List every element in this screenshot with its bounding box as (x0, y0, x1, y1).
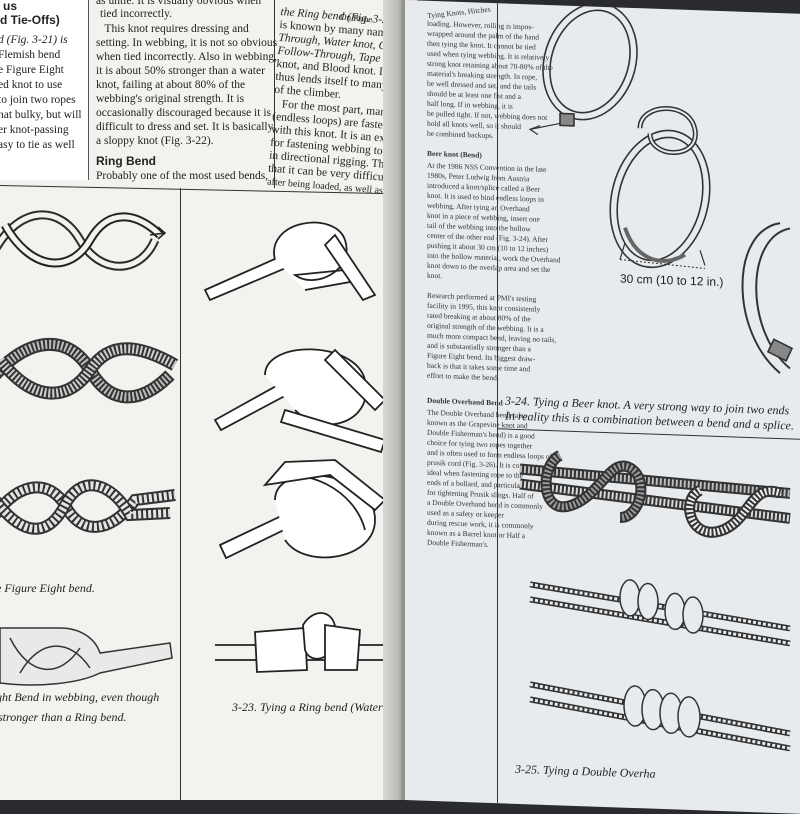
col2-line: occasionally discouraged because it is (96, 107, 271, 119)
col2-line: knot, failing at about 80% of the (96, 79, 246, 91)
right-page: Tying Knots, Hitches loading. However, r… (405, 0, 800, 814)
col1-line: to join two ropes (0, 94, 76, 106)
beer-knot-illustration (528, 2, 794, 374)
figure-divider (180, 188, 181, 800)
ring-bend-illustration (203, 221, 387, 673)
caption-figure-eight: e Figure Eight bend. (0, 581, 95, 595)
col2-line: tied incorrectly. (100, 8, 173, 20)
sidebar-title-line1: us (3, 0, 18, 13)
ring-bend-heading: Ring Bend (96, 154, 156, 168)
right-line: effort to make the bend. (427, 370, 499, 383)
column-divider (274, 0, 275, 188)
sidebar-title-line2: d Tie-Offs) (0, 13, 60, 27)
col1-line: d (Fig. 3-21) is (0, 34, 68, 46)
right-column-divider (497, 3, 498, 804)
caption-webbing-line2: stronger than a Ring bend. (0, 710, 127, 724)
caption-ring-bend: 3-23. Tying a Ring bend (Water knot). (232, 700, 395, 714)
figure-eight-webbing-illustration (0, 627, 173, 686)
col2-line: it is about 50% stronger than a water (96, 65, 265, 77)
sidebar-box: us d Tie-Offs) d (Fig. 3-21) is Flemish … (0, 0, 89, 180)
col1-line: er knot-passing (0, 124, 69, 136)
col1-line: e Figure Eight (0, 64, 64, 76)
running-head-left: On Rope (339, 11, 373, 25)
caption-webbing-line1: ght Bend in webbing, even though (0, 690, 160, 704)
double-overhand-bend-illustration (519, 450, 791, 752)
col1-line: ed knot to use (0, 79, 63, 91)
left-page: us d Tie-Offs) d (Fig. 3-21) is Flemish … (0, 0, 395, 800)
col2-line: This knot requires dressing and (96, 23, 249, 35)
beer-knot-heading: Beer knot (Bend) (427, 148, 482, 160)
double-overhand-heading: Double Overhand Bend (427, 395, 503, 408)
figure-eight-bend-illustration (0, 210, 179, 535)
right-line: Double Fisherman's. (427, 537, 489, 549)
col2-line: as untie. It is visually obvious when (96, 0, 262, 7)
right-line: knot. (427, 270, 443, 281)
col1-line: hat bulky, but will (0, 109, 82, 121)
col2-line: a sloppy knot (Fig. 3-22). (96, 135, 214, 147)
col1-line: asy to tie as well (0, 139, 75, 151)
right-line: be combined backups. (427, 128, 494, 141)
col2-line: setting. In webbing, it is not so obviou… (96, 37, 278, 49)
col2-line: when tied incorrectly. Also in webbing, (96, 51, 277, 63)
col2-line: Probably one of the most used bends, (96, 170, 269, 182)
col2-line: difficult to dress and set. It is basica… (96, 121, 274, 133)
right-column-text: Tying Knots, Hitches loading. However, r… (423, 1, 561, 549)
col1-line: Flemish bend (0, 49, 61, 61)
col2-line: webbing's original strength. It is (96, 93, 245, 105)
